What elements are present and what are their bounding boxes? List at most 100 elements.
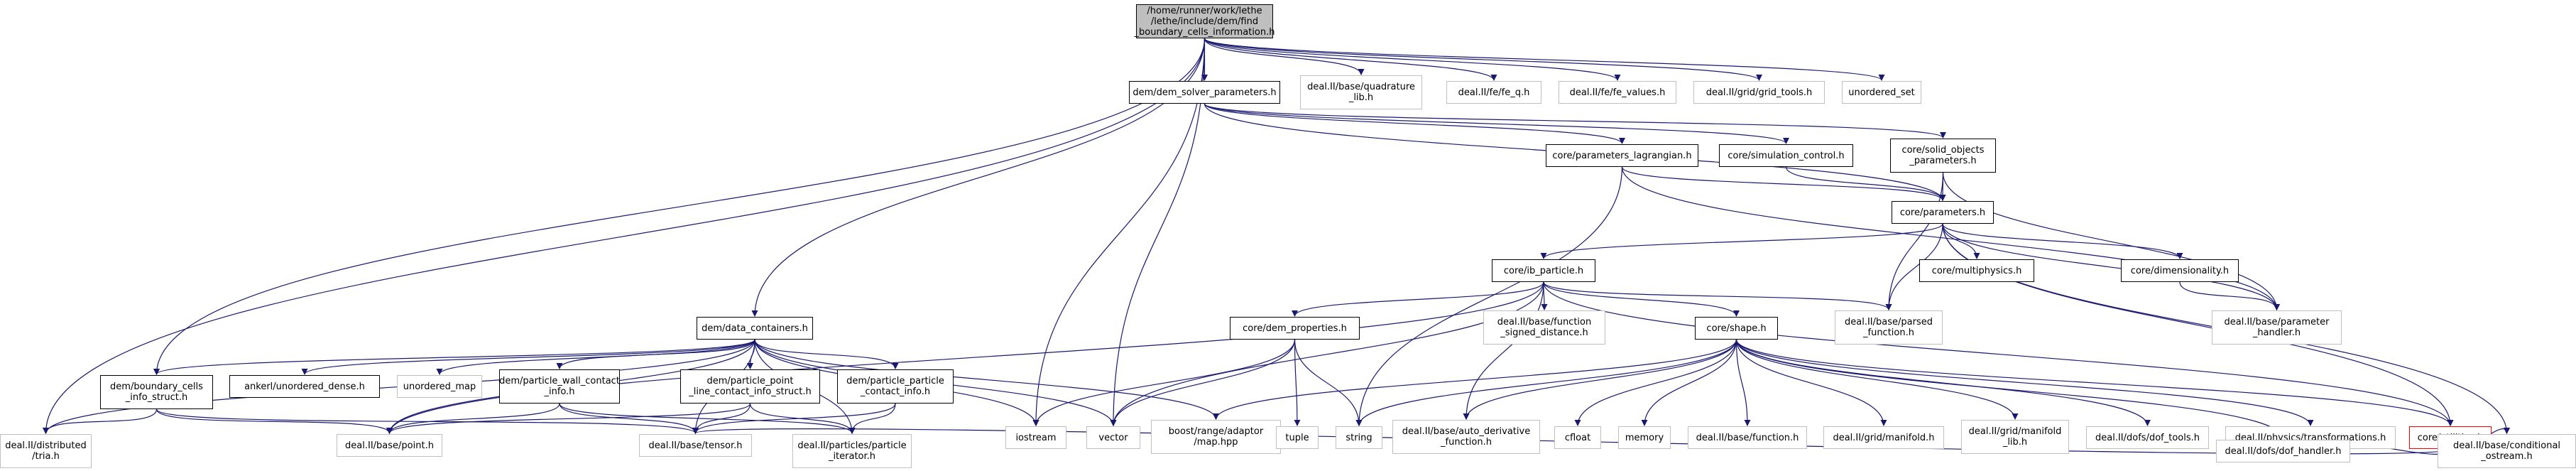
node-string: string <box>1336 426 1382 449</box>
node-unordered-set: unordered_set <box>1842 81 1921 104</box>
node-boundary-cells-info-struct[interactable]: dem/boundary_cells _info_struct.h <box>100 375 213 409</box>
edge-particle-particle-contact-info-to-base-tensor <box>692 403 896 434</box>
edge-dem-properties-to-iostream <box>1032 339 1296 426</box>
node-iostream: iostream <box>1005 426 1066 449</box>
edge-root-to-iostream <box>1032 38 1206 426</box>
edge-dem-solver-parameters-to-parameters-lagrangian <box>1204 103 1625 144</box>
edge-parameters-to-ib-particle <box>1540 223 1943 259</box>
node-data-containers[interactable]: dem/data_containers.h <box>697 317 813 340</box>
edge-parameters-to-parameter-handler <box>1942 223 2280 310</box>
edge-parameters-lagrangian-to-parameters <box>1621 166 1946 201</box>
node-particle-point-line-contact-info-struct[interactable]: dem/particle_point _line_contact_info_st… <box>680 369 820 404</box>
node-multiphysics[interactable]: core/multiphysics.h <box>1919 259 2034 282</box>
node-unordered-map: unordered_map <box>397 375 482 398</box>
edge-parameters-lagrangian-to-parameter-handler <box>1621 166 2280 310</box>
node-function-signed-distance: deal.II/base/function _signed_distance.h <box>1483 310 1605 345</box>
edge-shape-to-grid-manifold <box>1735 339 1887 426</box>
edge-root-to-quadrature-lib <box>1204 38 1365 75</box>
edge-ib-particle-to-utilities <box>1543 281 2454 426</box>
node-memory: memory <box>1618 426 1671 449</box>
node-grid-manifold: deal.II/grid/manifold.h <box>1823 426 1944 449</box>
node-base-point: deal.II/base/point.h <box>337 434 442 457</box>
node-vector: vector <box>1086 426 1140 449</box>
edge-parameters-to-dimensionality <box>1942 223 2183 259</box>
node-parsed-function: deal.II/base/parsed _function.h <box>1835 310 1943 345</box>
edge-shape-to-string <box>1355 339 1737 426</box>
node-grid-tools: deal.II/grid/grid_tools.h <box>1693 81 1825 104</box>
edge-ib-particle-to-base-point <box>386 281 1544 434</box>
edge-parameters-to-multiphysics <box>1942 223 1980 259</box>
node-dem-solver-parameters[interactable]: dem/dem_solver_parameters.h <box>1129 81 1280 104</box>
node-fe-values: deal.II/fe/fe_values.h <box>1559 81 1676 104</box>
edge-particle-particle-contact-info-to-particles-iterator <box>848 403 896 434</box>
edge-boundary-cells-info-struct-to-distributed-tria <box>43 408 158 434</box>
node-simulation-control[interactable]: core/simulation_control.h <box>1719 144 1853 167</box>
edge-particle-wall-contact-info-to-particles-iterator <box>559 403 856 434</box>
edge-ib-particle-to-shape <box>1543 281 1740 317</box>
node-ib-particle[interactable]: core/ib_particle.h <box>1492 259 1595 282</box>
node-dem-properties[interactable]: core/dem_properties.h <box>1230 317 1360 340</box>
node-auto-derivative-function: deal.II/base/auto_derivative _function.h <box>1392 420 1540 454</box>
node-parameter-handler: deal.II/base/parameter _handler.h <box>2212 310 2342 345</box>
edge-root-to-vector <box>1110 38 1206 426</box>
node-tuple: tuple <box>1276 426 1319 449</box>
node-root[interactable]: /home/runner/work/lethe /lethe/include/d… <box>1134 4 1275 38</box>
edge-boundary-cells-info-struct-to-base-point <box>155 408 393 434</box>
edge-dem-properties-to-string <box>1294 339 1363 426</box>
edge-data-containers-to-particle-wall-contact-info <box>556 339 755 369</box>
edge-simulation-control-to-parameters <box>1785 166 1946 201</box>
edge-particle-wall-contact-info-to-base-tensor <box>559 403 699 434</box>
node-boost-range-adaptor-map: boost/range/adaptor /map.hpp <box>1151 420 1281 454</box>
edge-root-to-distributed-tria <box>43 38 1206 434</box>
edge-ib-particle-to-auto-derivative-function <box>1463 281 1544 420</box>
edge-data-containers-to-boost-range-adaptor-map <box>754 339 1219 420</box>
node-dof-handler: deal.II/dofs/dof_handler.h <box>2216 440 2350 462</box>
edge-shape-to-memory <box>1641 339 1737 426</box>
node-parameters[interactable]: core/parameters.h <box>1892 201 1994 224</box>
edge-dem-solver-parameters-to-solid-objects-parameters <box>1204 103 1946 139</box>
edge-shape-to-cfloat <box>1574 339 1737 426</box>
node-solid-objects-parameters[interactable]: core/solid_objects _parameters.h <box>1890 139 1996 173</box>
edge-data-containers-to-boundary-cells-info-struct <box>153 339 755 375</box>
edge-shape-to-boost-range-adaptor-map <box>1213 339 1737 420</box>
node-parameters-lagrangian[interactable]: core/parameters_lagrangian.h <box>1546 144 1698 167</box>
edge-root-to-unordered-set <box>1204 38 1885 81</box>
edge-root-to-boundary-cells-info-struct <box>153 38 1206 375</box>
edge-solid-objects-parameters-to-parsed-function <box>1885 172 1944 310</box>
edge-dem-solver-parameters-to-simulation-control <box>1204 103 1789 144</box>
edge-shape-to-dof-handler <box>1735 339 2286 440</box>
edge-dem-properties-to-vector <box>1110 339 1296 426</box>
edge-data-containers-to-ankerl-unordered-dense <box>301 339 755 375</box>
node-ankerl-unordered-dense[interactable]: ankerl/unordered_dense.h <box>229 375 380 398</box>
edge-root-to-grid-tools <box>1204 38 1762 81</box>
edge-data-containers-to-particle-particle-contact-info <box>754 339 899 369</box>
edge-shape-to-utilities <box>1735 339 2454 426</box>
edge-dimensionality-to-parameter-handler <box>2179 281 2280 310</box>
node-dimensionality[interactable]: core/dimensionality.h <box>2121 259 2239 282</box>
node-conditional-ostream: deal.II/base/conditional _ostream.h <box>2438 434 2576 468</box>
edge-data-containers-to-unordered-map <box>436 339 755 375</box>
node-base-tensor: deal.II/base/tensor.h <box>639 434 752 457</box>
edge-root-to-fe-q <box>1204 38 1497 81</box>
node-shape[interactable]: core/shape.h <box>1695 317 1778 340</box>
node-particle-wall-contact-info[interactable]: dem/particle_wall_contact _info.h <box>499 369 620 404</box>
edge-shape-to-base-function <box>1735 339 1751 426</box>
edge-particle-point-line-contact-info-struct-to-base-point <box>386 403 751 434</box>
node-base-function: deal.II/base/function.h <box>1688 426 1807 449</box>
node-particle-particle-contact-info[interactable]: dem/particle_particle _contact_info.h <box>837 369 954 404</box>
node-grid-manifold-lib: deal.II/grid/manifold _lib.h <box>1961 420 2069 454</box>
edge-ib-particle-to-parsed-function <box>1543 281 1892 310</box>
edge-shape-to-auto-derivative-function <box>1463 339 1737 420</box>
edge-shape-to-physics-transformations <box>1735 339 2314 426</box>
edge-dem-properties-to-tuple <box>1294 339 1301 426</box>
node-distributed-tria: deal.II/distributed /tria.h <box>0 434 92 468</box>
node-dof-tools: deal.II/dofs/dof_tools.h <box>2086 426 2209 449</box>
edge-parameters-lagrangian-to-string <box>1355 166 1623 426</box>
node-quadrature-lib: deal.II/base/quadrature _lib.h <box>1300 75 1422 109</box>
edge-solid-objects-parameters-to-parameter-handler <box>1942 172 2280 310</box>
edge-shape-to-grid-manifold-lib <box>1735 339 2019 420</box>
edge-ib-particle-to-dem-properties <box>1292 281 1544 317</box>
edge-particle-wall-contact-info-to-base-point <box>386 403 560 434</box>
